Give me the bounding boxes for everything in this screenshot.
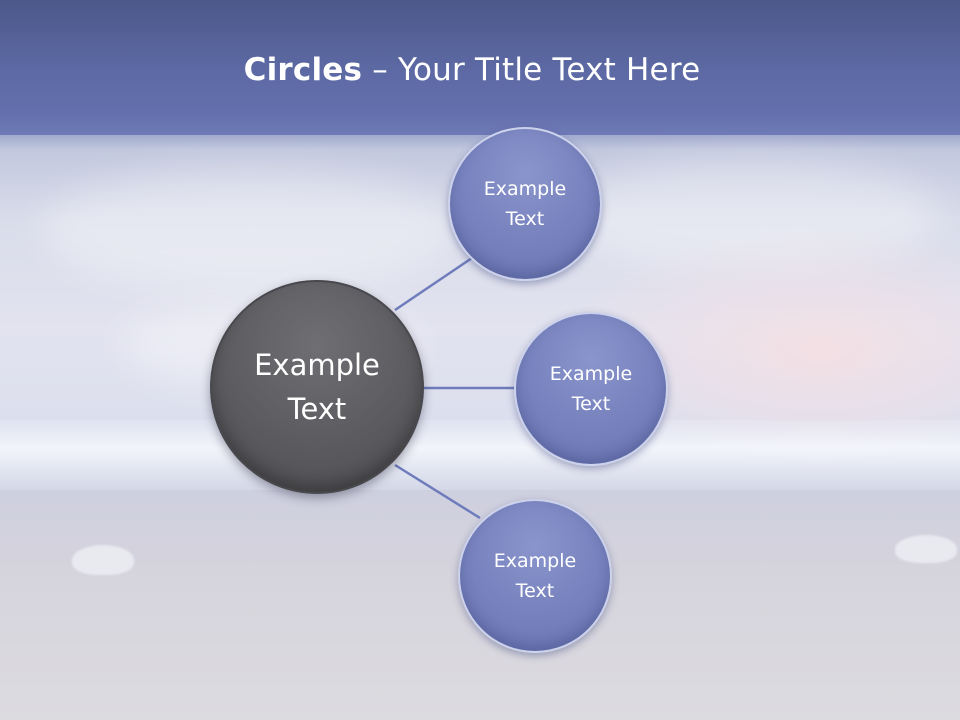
slide-title: Circles – Your Title Text Here <box>0 52 944 88</box>
rock <box>895 535 957 563</box>
center-text-line2: Text <box>287 392 347 426</box>
satellite-circle-middle[interactable]: Example Text <box>514 312 668 466</box>
connector-bottom <box>394 463 481 520</box>
center-circle[interactable]: Example Text <box>210 280 424 494</box>
title-bold: Circles <box>243 52 363 88</box>
title-band <box>0 0 960 135</box>
satellite-text-line1: Example <box>549 363 633 385</box>
satellite-text-line2: Text <box>571 393 611 415</box>
satellite-circle-top[interactable]: Example Text <box>448 127 602 281</box>
title-rest: – Your Title Text Here <box>362 52 701 88</box>
satellite-text-line1: Example <box>483 178 567 200</box>
satellite-circle-bottom[interactable]: Example Text <box>458 499 612 653</box>
sea <box>0 420 960 490</box>
satellite-text-line1: Example <box>493 550 577 572</box>
center-text-line1: Example <box>254 348 380 382</box>
rock <box>72 545 134 575</box>
satellite-text-line2: Text <box>515 580 555 602</box>
satellite-text-line2: Text <box>505 208 545 230</box>
connector-top <box>394 256 473 312</box>
cloud <box>40 170 460 290</box>
